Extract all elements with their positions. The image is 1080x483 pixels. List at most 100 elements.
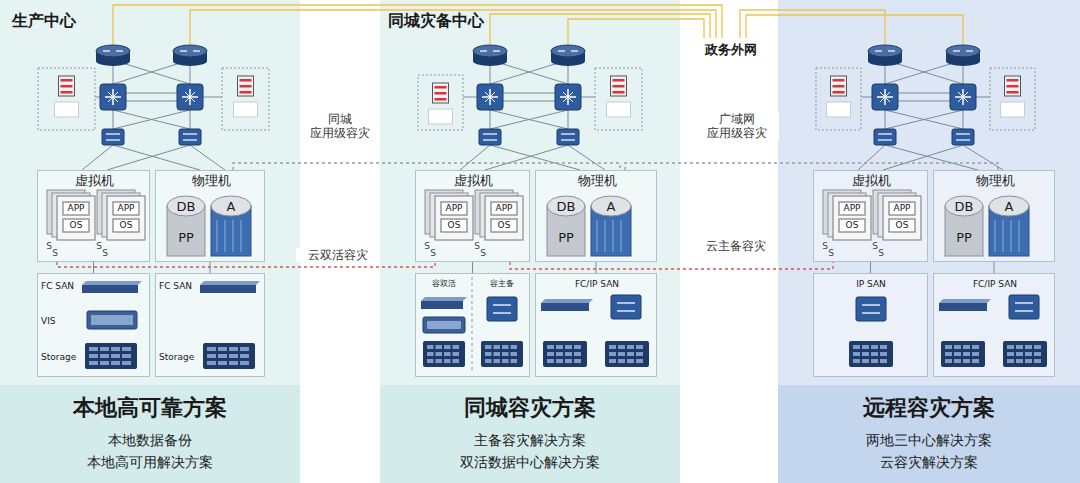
- switch-icon: [183, 139, 197, 140]
- router-icon: [558, 50, 565, 51]
- storage-array-icon: [494, 359, 501, 363]
- wire: [113, 110, 190, 129]
- firewall-icon: [613, 79, 625, 82]
- storage-array-icon: [627, 345, 634, 349]
- switch-icon: [560, 96, 576, 98]
- band-item: 主备容灾解决方案: [474, 432, 586, 448]
- band-title: 远程容灾方案: [863, 395, 995, 420]
- panel-ground: [0, 0, 300, 385]
- switch-icon: [182, 96, 198, 98]
- firewall-icon: [435, 98, 447, 101]
- storage-array-icon: [100, 354, 109, 358]
- vm-icon: [441, 202, 467, 215]
- switch-icon: [479, 129, 501, 145]
- edge-label: 云双活容灾: [296, 248, 380, 262]
- shape: [473, 45, 507, 57]
- fabric-switch-icon: [1009, 295, 1039, 319]
- storage-array-icon: [511, 352, 518, 356]
- firewall-icon: [240, 91, 252, 94]
- storage-array-icon: [556, 359, 563, 363]
- storage-array-icon: [203, 343, 255, 369]
- storage-array-icon: [954, 352, 961, 356]
- vm-icon: [839, 202, 865, 215]
- connector: [472, 262, 473, 273]
- wire: [190, 145, 225, 170]
- firewall-icon: [833, 85, 845, 88]
- box-ground: [37, 273, 150, 377]
- box-label: IP SAN: [856, 279, 886, 289]
- firewall-icon: [429, 109, 453, 124]
- storage-array-icon: [436, 345, 443, 349]
- storage-array-icon: [427, 352, 434, 356]
- box-ground: [535, 273, 657, 377]
- vm-layer-label: APP: [445, 204, 462, 214]
- firewall-icon: [61, 85, 73, 88]
- switch-icon: [563, 92, 573, 102]
- vm-icon: [878, 193, 916, 237]
- box-label: 物理机: [976, 174, 1015, 189]
- switch-icon: [950, 84, 976, 110]
- box-label: 容主备: [490, 279, 514, 288]
- router-icon: [180, 50, 187, 51]
- vis-icon: [87, 311, 137, 329]
- panel-ground: [0, 385, 300, 483]
- storage-array-icon: [954, 359, 961, 363]
- shadow-mark: S: [822, 242, 828, 252]
- storage-array-icon: [972, 352, 979, 356]
- box-label: 虚拟机: [852, 174, 891, 189]
- switch-icon: [179, 129, 201, 145]
- box-label: 虚拟机: [75, 174, 114, 189]
- storage-array-icon: [871, 352, 878, 356]
- edge-label: 云主备容灾: [694, 239, 778, 253]
- shape: [473, 56, 507, 66]
- storage-array-icon: [85, 343, 137, 369]
- storage-array-icon: [627, 359, 634, 363]
- switch-icon: [884, 89, 886, 105]
- vm-layer-label: OS: [448, 221, 461, 231]
- wire: [190, 110, 191, 129]
- router-icon: [473, 51, 507, 61]
- firewall-icon: [1007, 91, 1019, 94]
- storage-array-icon: [444, 345, 451, 349]
- server-icon: [995, 220, 996, 252]
- storage-array-icon: [423, 341, 465, 367]
- storage-array-icon: [122, 354, 131, 358]
- switch-icon: [561, 133, 575, 134]
- wire: [490, 60, 491, 84]
- vm-icon: [435, 196, 473, 240]
- wire: [113, 110, 114, 129]
- box-label: 物理机: [578, 174, 617, 189]
- firewall-icon: [435, 92, 447, 95]
- switch-icon: [483, 133, 497, 134]
- shape: [96, 56, 130, 66]
- panel-ground: [778, 0, 1080, 385]
- connector: [233, 163, 620, 170]
- storage-array-icon: [945, 345, 952, 349]
- storage-array-icon: [853, 345, 860, 349]
- storage-array-icon: [89, 347, 98, 351]
- storage-array-icon: [636, 345, 643, 349]
- firewall-icon: [55, 102, 79, 117]
- shape: [547, 196, 585, 216]
- wire: [82, 145, 113, 170]
- storage-array-icon: [111, 354, 120, 358]
- switch-icon: [956, 133, 970, 134]
- vm-icon: [889, 219, 915, 232]
- wire: [490, 110, 568, 129]
- box-label: FC/IP SAN: [575, 279, 619, 289]
- box-ground: [37, 170, 150, 262]
- switch-icon: [880, 92, 890, 102]
- wire: [885, 60, 886, 84]
- san-switch-icon: [541, 299, 593, 303]
- site-title: 同城灾备中心: [388, 12, 484, 30]
- storage-array-icon: [963, 352, 970, 356]
- storage-array-icon: [556, 352, 563, 356]
- storage-array-icon: [565, 345, 572, 349]
- vm-icon: [425, 190, 463, 234]
- storage-box: IP SAN: [813, 273, 928, 377]
- storage-array-icon: [1034, 352, 1041, 356]
- storage-array-icon: [945, 352, 952, 356]
- vm-layer-label: APP: [117, 204, 134, 214]
- firewall-icon: [827, 102, 851, 117]
- storage-box: FC/IP SAN: [933, 273, 1055, 377]
